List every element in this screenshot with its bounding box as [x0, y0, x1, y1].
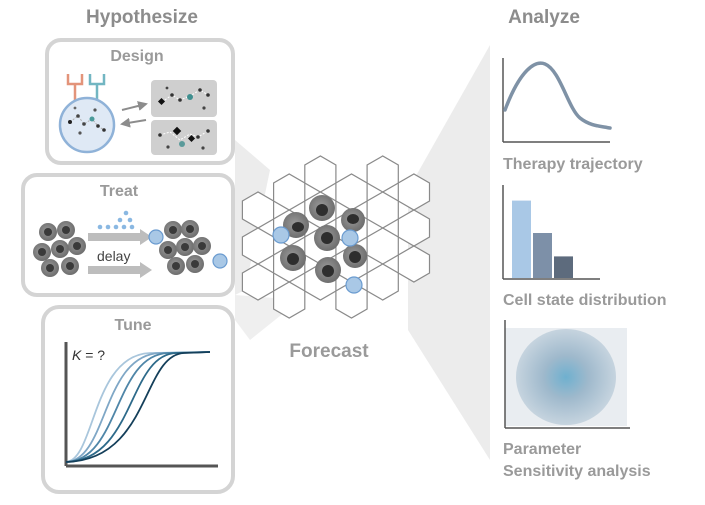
design-title: Design: [110, 48, 163, 65]
drug-particle-icon: [148, 229, 164, 245]
drug-particle-icon: [341, 229, 359, 247]
parameter-label-line1: Parameter: [503, 441, 581, 458]
bar-2: [533, 233, 552, 278]
arrow-left-icon: [120, 117, 147, 128]
network-top-icon: [157, 86, 210, 110]
hex-cell: [273, 173, 306, 211]
hex-cell: [397, 245, 431, 283]
network-panel-bottom: [151, 120, 217, 155]
hex-cell: [366, 263, 399, 301]
tumor-cell-icon: [315, 257, 341, 283]
antibody-orange-icon: [66, 74, 84, 100]
drug-dots-icon: [97, 210, 135, 230]
tumor-cell-icon: [314, 225, 340, 251]
design-panel: Design: [45, 38, 235, 165]
drug-particle-icon: [345, 276, 363, 294]
drug-particle-icon: [272, 226, 290, 244]
arrow-right-icon: [121, 101, 148, 111]
forecast-cells: [272, 195, 367, 294]
tune-title: Tune: [114, 317, 151, 334]
hex-cell: [366, 155, 399, 193]
cell-nuclei-right-icon: [164, 225, 206, 270]
antibody-teal-icon: [88, 74, 106, 100]
tumor-cell-icon: [309, 195, 335, 221]
cell-nuclei-left-icon: [38, 226, 81, 272]
network-bottom-icon: [158, 126, 210, 150]
treat-title: Treat: [100, 183, 139, 200]
cell-state-label: Cell state distribution: [503, 292, 667, 309]
delay-label: delay: [97, 248, 130, 264]
tune-box: [41, 305, 235, 494]
sensitivity-blob: [516, 329, 616, 425]
trajectory-curve: [503, 61, 612, 130]
cell-network-icon: [68, 106, 106, 135]
hex-cell: [397, 209, 431, 247]
k-equation: K = ?: [72, 347, 105, 363]
therapy-trajectory-plot: [502, 58, 612, 143]
bar-1: [512, 200, 531, 278]
tune-curves: [65, 351, 211, 463]
tune-panel: Tune K = ?: [41, 305, 235, 494]
tumor-cell-icon: [341, 208, 365, 232]
hex-cell: [366, 227, 399, 265]
cell-state-bar-chart: [502, 185, 600, 280]
right-funnel: [408, 45, 490, 460]
hex-cell: [335, 173, 368, 211]
forecast-label: Forecast: [289, 341, 369, 362]
treat-arrow-top-icon: [88, 229, 152, 245]
cell-dish-icon: [58, 96, 116, 154]
tumor-cell-icon: [343, 244, 367, 268]
bar-3: [554, 256, 573, 278]
header-analyze: Analyze: [508, 7, 580, 28]
hex-cell: [273, 281, 306, 319]
treat-panel: Treat delay: [21, 173, 235, 297]
tumor-cell-icon: [283, 212, 309, 238]
hex-cell: [397, 173, 431, 211]
treat-arrow-bottom-icon: [88, 262, 152, 278]
sensitivity-plot: [504, 320, 630, 429]
therapy-trajectory-label: Therapy trajectory: [503, 156, 643, 173]
parameter-label-line2: Sensitivity analysis: [503, 463, 651, 480]
hex-cell: [366, 191, 399, 229]
tumor-cell-icon: [280, 245, 306, 271]
hex-cell: [304, 155, 337, 193]
drug-particle-icon-2: [212, 253, 228, 269]
header-hypothesize: Hypothesize: [86, 7, 198, 28]
